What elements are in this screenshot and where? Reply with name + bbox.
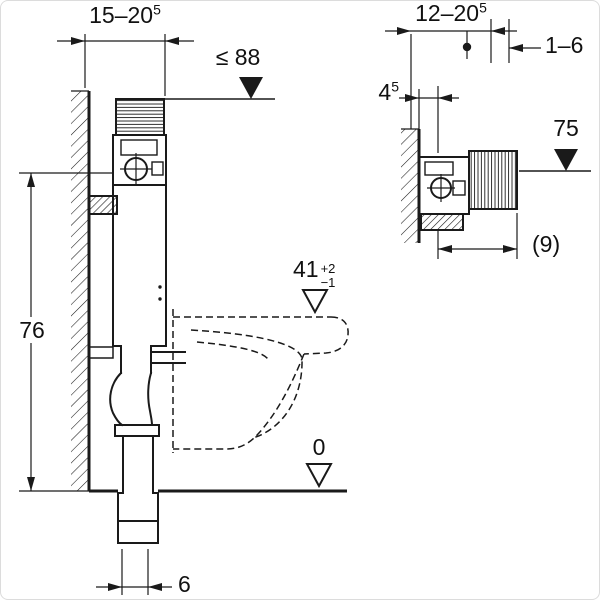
dim-label-height-76: 76 bbox=[13, 317, 51, 343]
dim-value: 12–20 bbox=[415, 0, 480, 26]
dim-label-cover-depth: (9) bbox=[532, 231, 561, 257]
dim-value: 41 bbox=[293, 256, 319, 282]
dim-superscript: 5 bbox=[391, 78, 399, 95]
arrowhead-icon bbox=[438, 245, 452, 253]
arrowhead-icon bbox=[438, 94, 452, 102]
dimension-outlet-offset bbox=[96, 549, 172, 595]
dim-value: 0 bbox=[312, 434, 326, 460]
cistern bbox=[88, 98, 167, 359]
level-marker-bowl-height bbox=[301, 289, 329, 315]
reference-point-icon bbox=[462, 42, 472, 52]
dim-label-bowl-level: 41+2−1 bbox=[293, 256, 336, 289]
dim-label-wall-to-front-right: 12–205 bbox=[397, 1, 505, 26]
toilet-bowl-outline bbox=[172, 309, 349, 453]
dimension-wall-to-front-right bbox=[385, 19, 517, 129]
cistern-section bbox=[418, 150, 518, 231]
dim-value: 6 bbox=[178, 571, 191, 597]
dim-label-outlet-offset: 6 bbox=[178, 571, 191, 597]
arrowhead-icon bbox=[71, 37, 85, 45]
level-marker-floor bbox=[305, 463, 333, 489]
tolerance-plus: +2 bbox=[320, 261, 336, 276]
arrowhead-icon bbox=[397, 27, 411, 35]
arrowhead-icon bbox=[165, 37, 179, 45]
open-level-triangle-icon bbox=[305, 463, 333, 489]
tolerance-stack: +2−1 bbox=[321, 262, 336, 289]
wall-section-right bbox=[401, 128, 421, 243]
dim-superscript: 5 bbox=[153, 1, 161, 18]
dim-label-wall-to-front-left: 15–205 bbox=[73, 1, 177, 28]
arrowhead-icon bbox=[405, 94, 419, 102]
dimension-cover-depth bbox=[437, 213, 518, 259]
dim-value: (9) bbox=[532, 231, 561, 257]
protective-cover-section bbox=[468, 150, 518, 210]
dim-value: 1–6 bbox=[545, 32, 584, 58]
valve-housing bbox=[112, 134, 167, 186]
dim-value: 4 bbox=[378, 79, 392, 105]
dimension-finish-thickness bbox=[508, 19, 541, 63]
supply-connection bbox=[88, 346, 114, 359]
dim-value: 75 bbox=[553, 115, 579, 141]
level-marker-max-height bbox=[164, 77, 275, 100]
arrowhead-icon bbox=[108, 583, 122, 591]
filled-level-triangle-icon bbox=[554, 149, 578, 171]
dim-value: 15–20 bbox=[89, 2, 154, 28]
dim-label-height-75: 75 bbox=[542, 115, 590, 141]
wall-bracket bbox=[88, 195, 118, 215]
open-level-triangle-icon bbox=[301, 289, 329, 315]
dimension-wall-to-front bbox=[57, 34, 194, 96]
arrowhead-icon bbox=[503, 245, 517, 253]
dim-label-floor-level: 0 bbox=[306, 434, 332, 460]
filled-level-triangle-icon bbox=[239, 77, 263, 99]
arrowhead-icon bbox=[148, 583, 162, 591]
left-view bbox=[19, 34, 349, 595]
wall-bracket-section bbox=[420, 213, 464, 231]
reference-dot bbox=[462, 31, 472, 59]
dim-value: ≤ 88 bbox=[215, 44, 261, 70]
arrowhead-icon bbox=[491, 27, 505, 35]
dim-superscript: 5 bbox=[479, 0, 487, 16]
dim-value: 76 bbox=[16, 317, 48, 343]
tolerance-minus: −1 bbox=[320, 274, 336, 290]
level-marker-height-75 bbox=[519, 149, 591, 172]
arrowhead-icon bbox=[509, 44, 523, 52]
valve-housing-section bbox=[418, 156, 470, 215]
dim-label-max-height: ≤ 88 bbox=[196, 44, 280, 70]
wall-section bbox=[71, 90, 91, 491]
dim-label-fixing: 45 bbox=[369, 78, 399, 105]
flush-pipe bbox=[109, 345, 186, 544]
dimension-fixing bbox=[399, 86, 459, 153]
arrowhead-icon bbox=[27, 477, 35, 491]
right-view bbox=[385, 19, 591, 259]
dim-label-finish-thickness: 1–6 bbox=[545, 32, 584, 58]
arrowhead-icon bbox=[27, 173, 35, 187]
